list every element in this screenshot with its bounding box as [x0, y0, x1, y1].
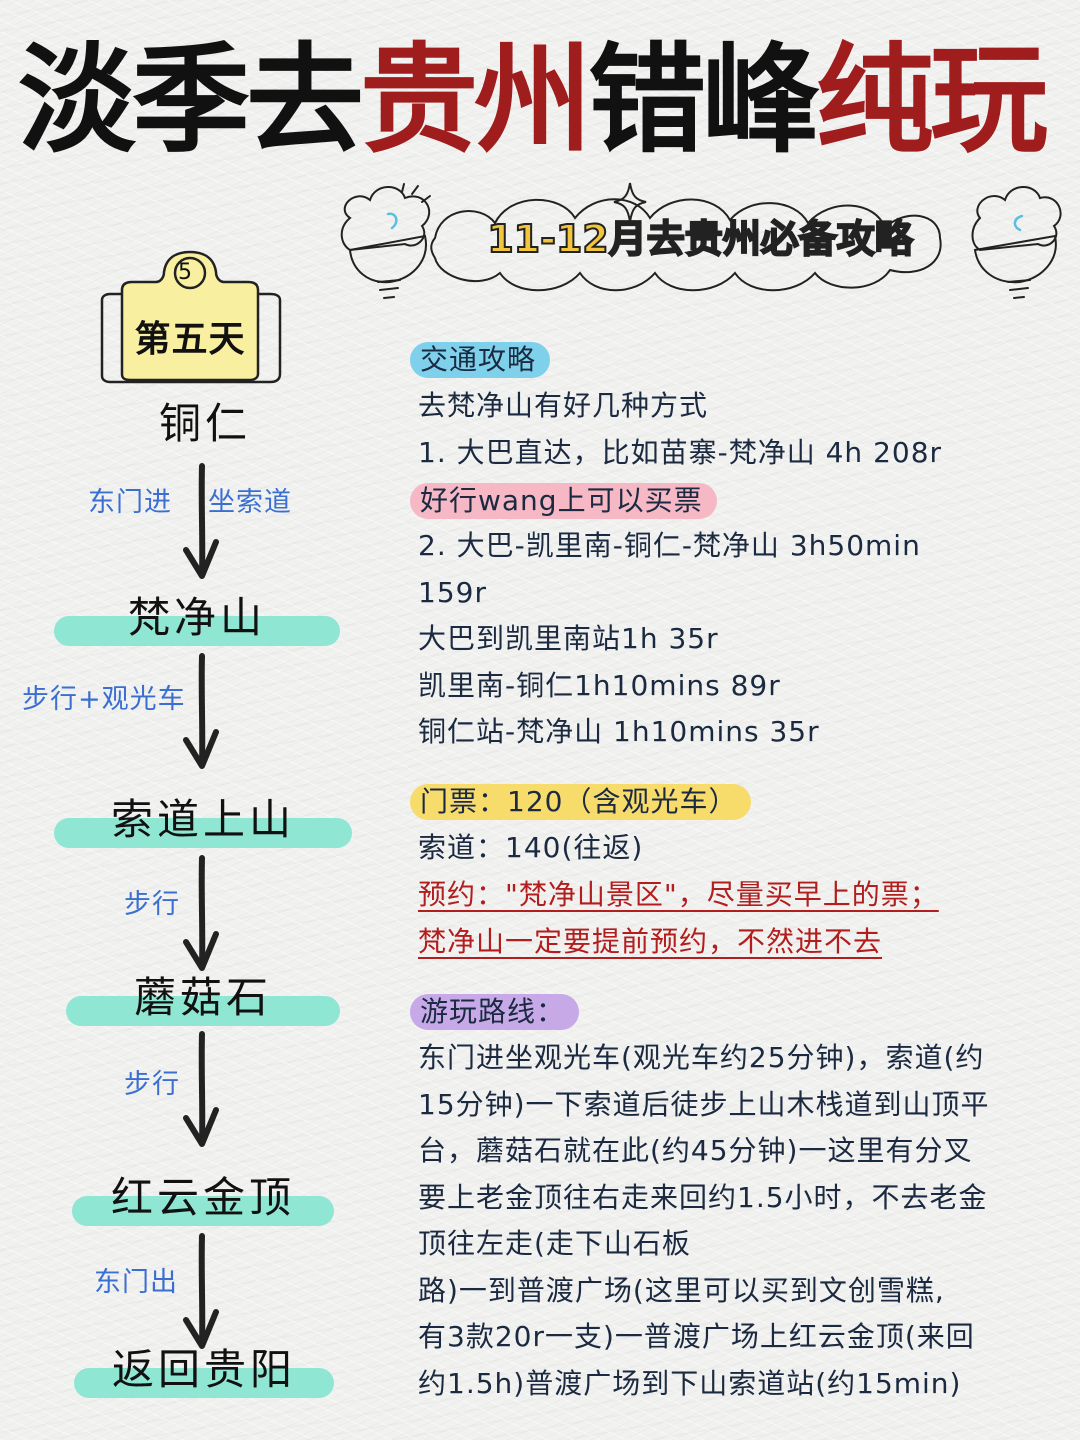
- title-part-4: 纯玩: [816, 31, 1048, 169]
- itinerary-line: 东门进坐观光车(观光车约25分钟)，索道(约: [418, 1041, 985, 1074]
- stop-name: 索道上山: [110, 795, 295, 844]
- arrow-down-icon: [182, 652, 222, 772]
- route-stop-1: 梵净山: [54, 586, 340, 646]
- tickets-heading: 门票：120（含观光车）: [410, 784, 752, 820]
- transport-line: 1. 大巴直达，比如苗寨-梵净山 4h 208r: [418, 436, 943, 469]
- cable-car-price: 索道：140(往返): [418, 831, 644, 864]
- ticket-tip: 好行wang上可以买票: [410, 483, 717, 519]
- lightbulb-icon-left: [340, 183, 431, 299]
- title-part-2: 贵州: [360, 31, 592, 169]
- stop-name: 红云金顶: [110, 1173, 295, 1222]
- route-start: 铜仁: [158, 399, 251, 448]
- route-note-1-right: 坐索道: [208, 487, 292, 518]
- stop-name: 蘑菇石: [133, 973, 272, 1022]
- route-note-4: 步行: [124, 1069, 180, 1100]
- transport-line: 大巴到凯里南站1h 35r: [418, 622, 719, 655]
- day-label: 第五天: [134, 319, 246, 360]
- arrow-down-icon: [182, 1030, 222, 1150]
- stop-highlight-bar: [54, 616, 340, 646]
- reservation-warning: 预约："梵净山景区"，尽量买早上的票；: [418, 878, 939, 911]
- subtitle-banner: 11-12月去贵州必备攻略: [330, 178, 1070, 303]
- itinerary-heading: 游玩路线：: [410, 994, 580, 1030]
- stop-highlight-bar: [54, 818, 352, 848]
- transport-line: 铜仁站-梵净山 1h10mins 35r: [418, 715, 820, 748]
- itinerary-line: 有3款20r一支)一普渡广场上红云金顶(来回: [418, 1320, 975, 1353]
- stop-name: 返回贵阳: [111, 1345, 296, 1394]
- route-stop-2: 索道上山: [54, 788, 352, 848]
- transport-line: 2. 大巴-凯里南-铜仁-梵净山 3h50min: [418, 529, 921, 562]
- lightbulb-icon-right: [971, 186, 1062, 299]
- itinerary-line: 顶往左走(走下山石板: [418, 1227, 691, 1260]
- transport-line: 凯里南-铜仁1h10mins 89r: [418, 669, 781, 702]
- route-note-3: 步行: [124, 889, 180, 920]
- arrow-down-icon: [182, 462, 222, 582]
- arrow-down-icon: [182, 854, 222, 974]
- transport-line: 159r: [418, 576, 487, 609]
- route-note-2: 步行+观光车: [22, 684, 186, 715]
- banner-title: 11-12月去贵州必备攻略: [486, 216, 914, 262]
- stop-highlight-bar: [74, 1368, 334, 1398]
- route-stop-4: 红云金顶: [72, 1166, 334, 1226]
- day-badge: 5 第五天: [94, 248, 286, 384]
- route-stop-3: 蘑菇石: [66, 966, 340, 1026]
- route-note-1-left: 东门进: [88, 487, 172, 518]
- stop-highlight-bar: [66, 996, 340, 1026]
- itinerary-line: 路)一到普渡广场(这里可以买到文创雪糕,: [418, 1274, 945, 1307]
- reservation-warning: 梵净山一定要提前预约，不然进不去: [418, 925, 883, 958]
- transport-line: 去梵净山有好几种方式: [418, 389, 709, 422]
- itinerary-line: 约1.5h)普渡广场到下山索道站(约15min): [418, 1367, 962, 1400]
- route-stop-5: 返回贵阳: [74, 1338, 334, 1398]
- stop-highlight-bar: [72, 1196, 334, 1226]
- sparkle-icon: [613, 182, 647, 223]
- title-part-3: 错峰: [588, 31, 820, 169]
- stop-name: 梵净山: [127, 593, 266, 642]
- itinerary-line: 台，蘑菇石就在此(约45分钟)一这里有分叉: [418, 1134, 973, 1167]
- itinerary-line: 要上老金顶往右走来回约1.5小时，不去老金: [418, 1181, 988, 1214]
- transport-heading: 交通攻略: [410, 342, 551, 378]
- day-number: 5: [178, 260, 192, 285]
- itinerary-line: 15分钟)一下索道后徒步上山木栈道到山顶平: [418, 1088, 990, 1121]
- route-note-5: 东门出: [94, 1267, 178, 1298]
- title-part-1: 淡季去: [18, 31, 364, 169]
- page-title: 淡季去贵州错峰纯玩: [18, 30, 1078, 170]
- arrow-down-icon: [182, 1232, 222, 1352]
